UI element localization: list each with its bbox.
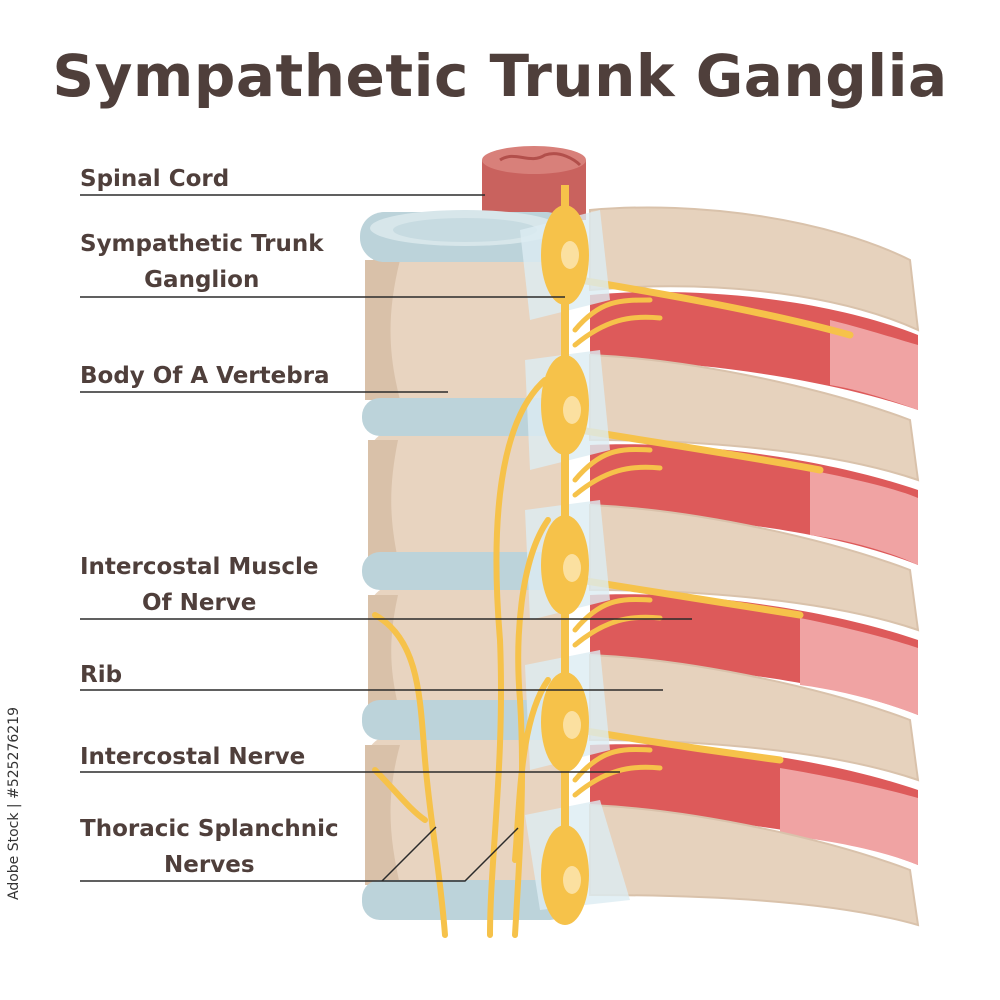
stock-watermark: Adobe Stock | #525276219 bbox=[6, 707, 22, 900]
label-thoracic-splanchnic-nerves: Thoracic Splanchnic Nerves bbox=[80, 811, 339, 883]
label-text: Body Of A Vertebra bbox=[80, 363, 330, 389]
sympathetic-trunk bbox=[541, 185, 589, 925]
label-text: Thoracic Splanchnic bbox=[80, 816, 339, 842]
vertebra-body bbox=[365, 250, 565, 400]
ganglion bbox=[541, 515, 589, 615]
rib bbox=[589, 653, 920, 782]
ganglion bbox=[541, 205, 589, 305]
label-body-of-vertebra: Body Of A Vertebra bbox=[80, 358, 330, 394]
leader-splanchnic bbox=[80, 827, 519, 882]
rib bbox=[589, 206, 920, 332]
ganglion bbox=[541, 672, 589, 772]
label-text: Rib bbox=[80, 662, 123, 688]
page-title: Sympathetic Trunk Ganglia bbox=[52, 42, 948, 110]
label-intercostal-nerve: Intercostal Nerve bbox=[80, 739, 305, 775]
rami-communicantes bbox=[572, 297, 663, 798]
label-text: Ganglion bbox=[144, 267, 260, 293]
label-spinal-cord: Spinal Cord bbox=[80, 161, 229, 197]
label-text: Of Nerve bbox=[142, 590, 257, 616]
label-text: Intercostal Nerve bbox=[80, 744, 306, 770]
rib bbox=[589, 503, 920, 632]
label-text: Spinal Cord bbox=[80, 166, 230, 192]
label-text: Sympathetic Trunk bbox=[80, 231, 324, 257]
intervertebral-disc bbox=[362, 700, 568, 740]
label-rib: Rib bbox=[80, 657, 122, 693]
label-intercostal-muscle: Intercostal Muscle Of Nerve bbox=[80, 549, 318, 621]
intercostal-muscle-light bbox=[830, 320, 918, 410]
label-text: Nerves bbox=[164, 852, 255, 878]
leader-lines bbox=[80, 194, 692, 882]
label-sympathetic-trunk-ganglion: Sympathetic Trunk Ganglion bbox=[80, 226, 324, 298]
ganglion bbox=[541, 355, 589, 455]
ribs bbox=[589, 206, 920, 927]
rib bbox=[589, 803, 920, 927]
intercostal-muscle-light bbox=[800, 618, 918, 715]
intercostal-muscle-light bbox=[780, 768, 918, 865]
splanchnic-nerves bbox=[372, 377, 551, 938]
intercostal-muscle-light bbox=[810, 470, 918, 565]
ganglion bbox=[541, 825, 589, 925]
rib bbox=[589, 353, 920, 482]
label-text: Intercostal Muscle bbox=[80, 554, 319, 580]
vertebra-body bbox=[368, 430, 563, 560]
intervertebral-disc bbox=[362, 552, 568, 590]
